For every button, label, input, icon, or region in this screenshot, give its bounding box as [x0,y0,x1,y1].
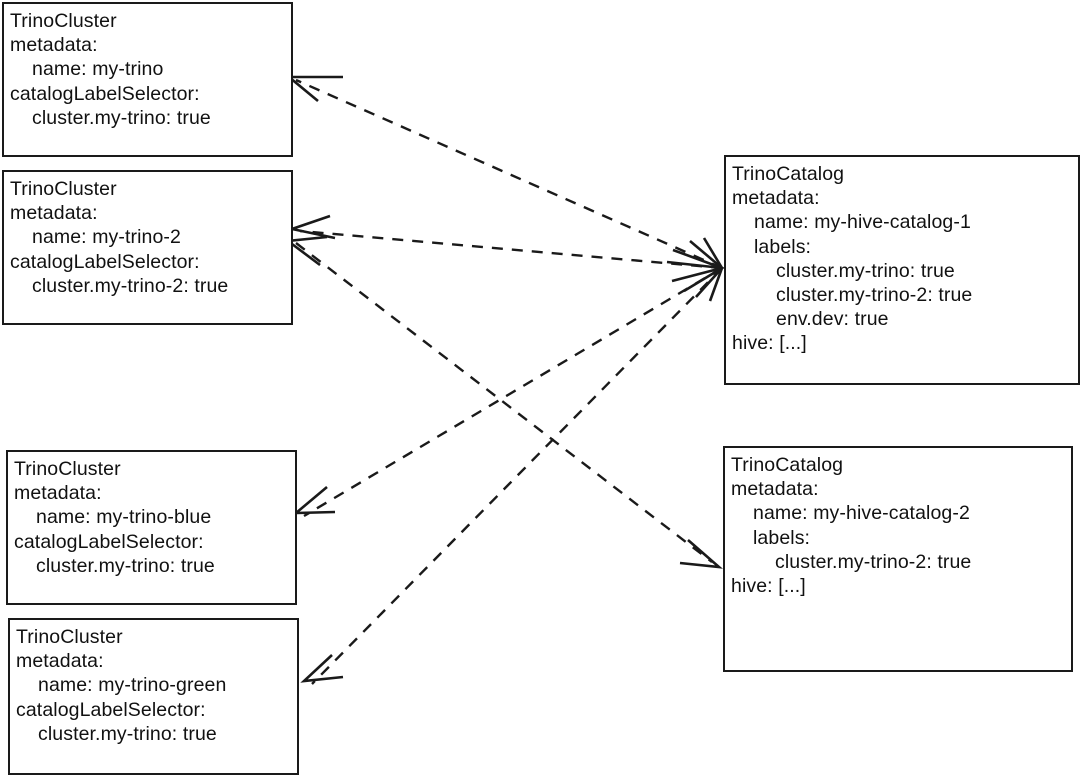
node-trinocatalog-my-hive-catalog-2[interactable]: TrinoCatalog metadata: name: my-hive-cat… [723,446,1073,672]
arrowhead-cluster-my-trino [285,75,343,103]
arrowhead-catalog-my-hive-catalog-2 [679,539,723,569]
node-trinocluster-my-trino-blue[interactable]: TrinoCluster metadata: name: my-trino-bl… [6,450,297,605]
node-line: TrinoCluster [14,458,121,480]
arrowhead-catalog-my-hive-catalog-1-a [672,248,725,293]
arrowhead-catalog-my-hive-catalog-1-c [702,237,724,302]
node-line: metadata: [732,187,820,210]
node-line: TrinoCluster [10,178,117,200]
node-line: cluster.my-trino-2: true [32,274,229,297]
node-line: metadata: [10,34,98,57]
node-line: catalogLabelSelector: [14,530,204,553]
node-line: metadata: [10,202,98,225]
node-line: name: my-hive-catalog-2 [753,502,970,525]
arrowhead-cluster-my-trino-green [300,654,344,683]
node-line: cluster.my-trino-2: true [775,550,972,573]
arrowhead-cluster-my-trino-2-lower [284,235,328,267]
node-line: cluster.my-trino: true [32,106,211,129]
edge-catalog1-to-cluster-my-trino-green [311,267,723,685]
node-line: TrinoCatalog [732,163,845,185]
edge-catalog1-to-cluster-my-trino-blue [303,266,723,518]
node-line: metadata: [14,482,102,505]
arrowhead-cluster-my-trino-2-upper [287,214,336,240]
node-trinocluster-my-trino-2[interactable]: TrinoCluster metadata: name: my-trino-2 … [2,170,293,325]
node-line: metadata: [731,478,819,501]
arrowhead-cluster-my-trino-blue [292,486,336,515]
node-line: labels: [754,235,812,258]
node-line: hive: [...] [732,332,807,355]
node-line: metadata: [16,650,104,673]
edge-catalog1-to-cluster-my-trino [295,78,723,270]
node-trinocluster-my-trino-green[interactable]: TrinoCluster metadata: name: my-trino-gr… [8,618,299,775]
node-line: cluster.my-trino: true [38,722,217,745]
edge-catalog1-to-cluster-my-trino-2-a [299,229,723,270]
node-line: name: my-hive-catalog-1 [754,211,971,234]
arrowhead-catalog-my-hive-catalog-1-d [666,260,723,283]
node-line: TrinoCluster [10,10,117,32]
edge-catalog2-to-cluster-my-trino-2 [295,242,713,563]
node-trinocatalog-my-hive-catalog-1[interactable]: TrinoCatalog metadata: name: my-hive-cat… [724,155,1080,385]
node-line: cluster.my-trino: true [776,259,955,282]
node-line: labels: [753,526,811,549]
node-line: TrinoCatalog [731,454,844,476]
node-line: name: my-trino-green [38,674,227,697]
node-line: cluster.my-trino-2: true [776,284,973,307]
node-line: hive: [...] [731,575,806,598]
node-line: env.dev: true [776,308,889,331]
node-line: catalogLabelSelector: [16,698,206,721]
node-trinocluster-my-trino[interactable]: TrinoCluster metadata: name: my-trino ca… [2,2,293,157]
node-line: catalogLabelSelector: [10,250,200,273]
node-line: catalogLabelSelector: [10,82,200,105]
node-line: name: my-trino [32,58,164,81]
node-line: name: my-trino-2 [32,226,181,249]
node-line: TrinoCluster [16,626,123,648]
node-line: name: my-trino-blue [36,506,212,529]
arrowhead-catalog-my-hive-catalog-1-b [689,240,724,298]
node-line: cluster.my-trino: true [36,554,215,577]
